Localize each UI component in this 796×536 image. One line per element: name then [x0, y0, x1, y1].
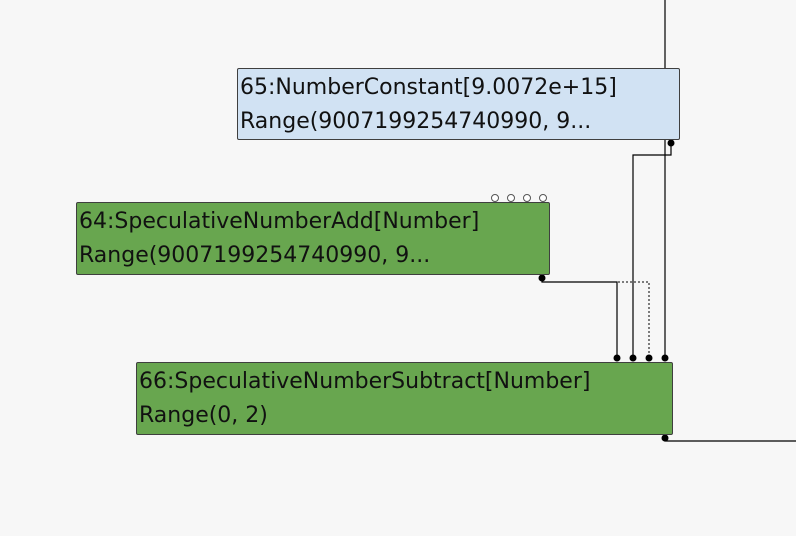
node-66-input-port-3[interactable]	[661, 354, 669, 362]
node-64-input-port-1[interactable]	[507, 194, 515, 202]
node-66-speculative-number-subtract[interactable]: 66:SpeculativeNumberSubtract[Number] Ran…	[136, 362, 673, 435]
node-64-range: Range(9007199254740990, 9...	[79, 243, 431, 268]
node-64-title: 64:SpeculativeNumberAdd[Number]	[79, 209, 480, 234]
edge-65-to-66-a	[632, 143, 672, 357]
node-66-input-port-1[interactable]	[629, 354, 637, 362]
edge-66-output	[664, 438, 796, 442]
node-64-speculative-number-add[interactable]: 64:SpeculativeNumberAdd[Number] Range(90…	[76, 202, 550, 275]
node-65-title: 65:NumberConstant[9.0072e+15]	[240, 75, 617, 100]
edge-64-to-66-effect	[542, 281, 650, 357]
node-64-input-port-0[interactable]	[491, 194, 499, 202]
node-65-output-port[interactable]	[667, 139, 675, 147]
node-66-input-port-0[interactable]	[613, 354, 621, 362]
node-64-input-port-2[interactable]	[523, 194, 531, 202]
node-66-input-port-2[interactable]	[645, 354, 653, 362]
node-65-range: Range(9007199254740990, 9...	[240, 109, 592, 134]
node-66-range: Range(0, 2)	[139, 403, 268, 428]
node-64-output-port[interactable]	[538, 274, 546, 282]
node-66-title: 66:SpeculativeNumberSubtract[Number]	[139, 369, 591, 394]
node-66-output-port[interactable]	[661, 434, 669, 442]
node-64-input-port-3[interactable]	[539, 194, 547, 202]
edge-64-to-66-a	[541, 278, 618, 357]
node-65-number-constant[interactable]: 65:NumberConstant[9.0072e+15] Range(9007…	[237, 68, 680, 140]
